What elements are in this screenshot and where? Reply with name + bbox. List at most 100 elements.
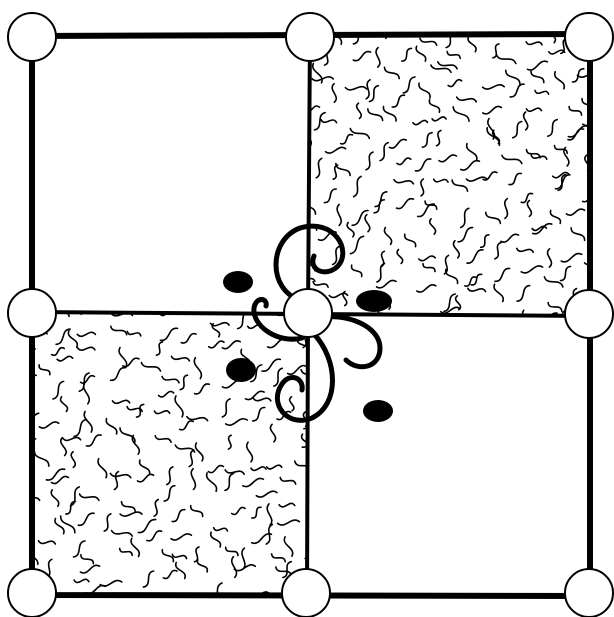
wavy-stroke bbox=[61, 397, 68, 412]
wavy-stroke bbox=[527, 201, 531, 217]
wavy-stroke bbox=[78, 513, 94, 525]
wavy-stroke bbox=[365, 215, 370, 232]
wavy-stroke bbox=[571, 228, 584, 241]
wavy-stroke bbox=[483, 172, 497, 180]
wavy-stroke bbox=[448, 80, 462, 87]
wavy-stroke bbox=[191, 469, 195, 490]
wavy-stroke bbox=[439, 155, 456, 162]
wavy-stroke bbox=[521, 266, 542, 273]
wavy-stroke bbox=[172, 510, 185, 522]
wavy-stroke bbox=[352, 265, 362, 276]
wavy-stroke bbox=[593, 220, 609, 231]
wavy-stroke bbox=[357, 103, 362, 118]
node bbox=[565, 13, 613, 61]
wavy-stroke bbox=[471, 274, 481, 285]
wavy-stroke bbox=[377, 280, 396, 287]
wavy-stroke bbox=[111, 326, 127, 334]
wavy-stroke bbox=[454, 325, 475, 333]
wavy-stroke bbox=[377, 264, 385, 283]
wavy-stroke bbox=[468, 36, 476, 51]
wavy-stroke bbox=[350, 236, 363, 253]
wavy-stroke bbox=[467, 250, 483, 263]
wavy-stroke bbox=[155, 436, 171, 443]
wavy-stroke bbox=[208, 466, 223, 473]
wavy-stroke bbox=[270, 424, 275, 442]
wavy-stroke bbox=[467, 144, 477, 161]
wavy-stroke bbox=[434, 179, 448, 182]
wavy-texture bbox=[290, 18, 609, 340]
wavy-stroke bbox=[350, 129, 369, 139]
wavy-stroke bbox=[461, 161, 480, 170]
wavy-stroke bbox=[437, 131, 441, 146]
wavy-stroke bbox=[354, 176, 362, 196]
node bbox=[565, 290, 613, 338]
wavy-stroke bbox=[517, 248, 534, 252]
wavy-stroke bbox=[341, 135, 353, 144]
wavy-stroke bbox=[61, 516, 75, 533]
wavy-stroke bbox=[421, 179, 424, 196]
wavy-stroke bbox=[290, 397, 294, 411]
outer-border-top-left bbox=[32, 35, 310, 36]
wavy-stroke bbox=[197, 560, 207, 572]
wavy-stroke bbox=[278, 520, 300, 525]
wavy-stroke bbox=[226, 547, 238, 555]
wavy-stroke bbox=[251, 467, 266, 471]
wavy-stroke bbox=[222, 341, 240, 349]
wavy-stroke bbox=[140, 460, 150, 475]
wavy-stroke bbox=[486, 212, 501, 223]
wavy-stroke bbox=[481, 235, 489, 248]
wavy-stroke bbox=[279, 503, 295, 507]
wavy-stroke bbox=[403, 77, 415, 93]
wavy-stroke bbox=[267, 465, 282, 469]
wavy-stroke bbox=[495, 268, 510, 281]
wavy-stroke bbox=[452, 180, 467, 191]
wavy-stroke bbox=[422, 133, 432, 148]
wavy-stroke bbox=[127, 331, 141, 336]
wavy-stroke bbox=[506, 70, 520, 84]
wavy-stroke bbox=[526, 42, 542, 45]
wavy-stroke bbox=[405, 234, 416, 246]
wavy-stroke bbox=[290, 176, 308, 182]
wavy-stroke bbox=[420, 38, 437, 45]
wavy-stroke bbox=[345, 87, 366, 90]
wavy-stroke bbox=[138, 474, 154, 482]
wavy-stroke bbox=[207, 473, 217, 491]
wavy-stroke bbox=[493, 44, 499, 58]
wavy-stroke bbox=[162, 377, 179, 383]
wavy-stroke bbox=[242, 548, 245, 569]
node bbox=[284, 289, 332, 337]
wavy-stroke bbox=[528, 61, 548, 70]
wavy-stroke bbox=[74, 541, 86, 557]
wavy-stroke bbox=[175, 396, 183, 417]
wavy-stroke bbox=[501, 234, 519, 242]
wavy-stroke bbox=[568, 129, 584, 140]
wavy-stroke bbox=[104, 514, 111, 531]
wavy-stroke bbox=[316, 158, 322, 178]
wavy-stroke bbox=[77, 332, 95, 336]
wavy-stroke bbox=[232, 507, 245, 514]
wavy-stroke bbox=[324, 189, 336, 203]
wavy-stroke bbox=[232, 557, 237, 578]
wavy-stroke bbox=[513, 122, 522, 138]
wavy-stroke bbox=[113, 400, 130, 403]
wavy-stroke bbox=[167, 467, 173, 485]
wavy-stroke bbox=[384, 228, 391, 245]
wavy-stroke bbox=[329, 293, 347, 297]
wavy-stroke bbox=[175, 296, 183, 311]
wavy-stroke bbox=[136, 601, 155, 605]
wavy-stroke bbox=[71, 452, 75, 468]
wavy-stroke bbox=[84, 382, 90, 404]
wavy-stroke bbox=[332, 84, 336, 103]
node bbox=[8, 569, 56, 617]
wavy-stroke bbox=[106, 419, 117, 434]
wavy-stroke bbox=[416, 46, 426, 61]
wavy-stroke bbox=[164, 599, 182, 610]
wavy-stroke bbox=[225, 474, 234, 491]
wavy-stroke bbox=[74, 579, 89, 582]
wavy-stroke bbox=[301, 370, 320, 379]
wavy-stroke bbox=[267, 504, 272, 525]
wavy-stroke bbox=[438, 62, 457, 69]
wavy-stroke bbox=[80, 565, 99, 573]
dot bbox=[226, 358, 256, 382]
